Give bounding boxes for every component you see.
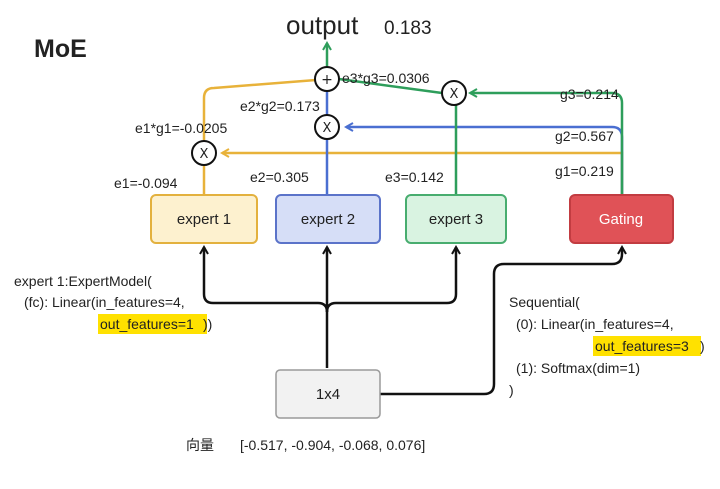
g1-label: g1=0.219 [555,163,614,179]
product3-to-sum-line [338,77,443,95]
expert3-box: expert 3 [405,194,507,244]
expert3-value-label: e3=0.142 [385,169,444,185]
vector-value: [-0.517, -0.904, -0.068, 0.076] [240,437,425,453]
expert2-value-label: e2=0.305 [250,169,309,185]
output-value: 0.183 [384,18,432,39]
input-to-expert1-arrow [204,247,329,313]
gating-code-line2: (0): Linear(in_features=4, [516,316,674,332]
g2-label: g2=0.567 [555,128,614,144]
multiply-node-1: X [191,140,217,166]
gating-box: Gating [569,194,674,244]
plus-icon: + [321,72,333,88]
expert-code-line2: (fc): Linear(in_features=4, [24,294,185,310]
gating-code-line3-highlight: out_features=3 [595,338,689,354]
output-label: output [286,10,359,40]
diagram-title: MoE [34,35,87,63]
gating-code-line1: Sequential( [509,294,580,310]
multiply-icon: X [200,147,209,162]
g3-label: g3=0.214 [560,86,619,102]
product2-label: e2*g2=0.173 [240,98,320,114]
expert-code-line3-highlight: out_features=1 [100,316,194,332]
expert-code-line3-tail: )) [203,316,212,332]
input-to-expert3-arrow [325,247,456,313]
expert1-box: expert 1 [150,194,258,244]
gating-code-line4: (1): Softmax(dim=1) [516,360,640,376]
product1-label: e1*g1=-0.0205 [135,120,227,136]
gating-code-line3-tail: ) [700,338,705,354]
input-box: 1x4 [275,369,381,419]
sum-node: + [314,66,340,92]
input-to-gating-arrow [380,247,622,396]
gating-code-highlight [593,336,701,356]
expert-code-line1: expert 1:ExpertModel( [14,273,152,289]
expert1-label: expert 1 [177,211,231,228]
gating-code-line5: ) [509,382,514,398]
input-label: 1x4 [316,386,340,403]
multiply-icon: X [323,121,332,136]
expert2-label: expert 2 [301,211,355,228]
expert1-value-label: e1=-0.094 [114,175,178,191]
expert2-box: expert 2 [275,194,381,244]
multiply-node-2: X [314,114,340,140]
gating-label: Gating [599,211,643,228]
expert-code-highlight [98,314,207,334]
vector-label: 向量 [186,437,214,453]
product3-label: e3*g3=0.0306 [342,70,430,86]
product1-to-sum-line [202,78,317,141]
multiply-icon: X [450,87,459,102]
g3-arrow [470,93,624,194]
expert3-label: expert 3 [429,211,483,228]
multiply-node-3: X [441,80,467,106]
